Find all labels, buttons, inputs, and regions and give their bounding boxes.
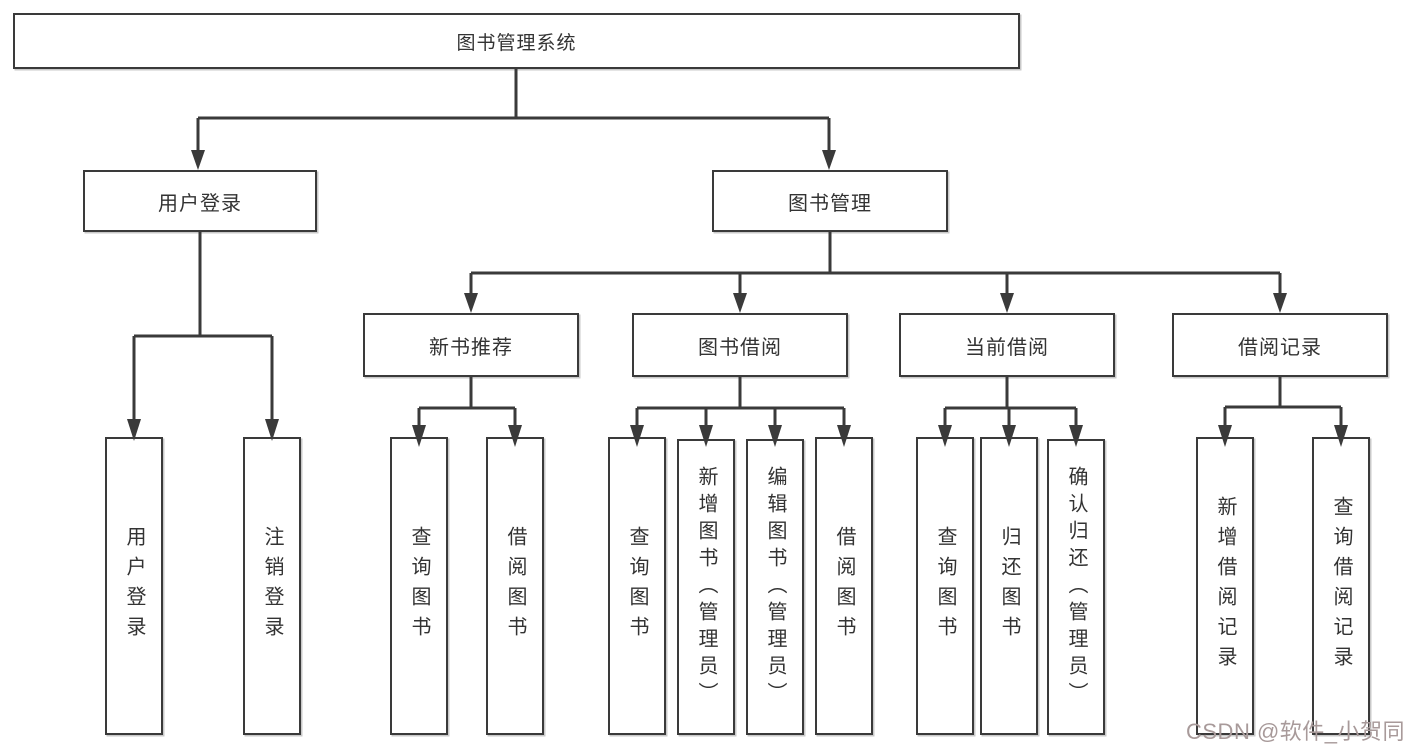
- arrowhead-icon: [191, 150, 205, 170]
- leaf-edit-book-admin: 编辑图书（管理员）: [746, 439, 804, 735]
- leaf-add-borrow-record: 新增借阅记录: [1196, 437, 1254, 735]
- leaf-user-login: 用户登录: [105, 437, 163, 735]
- node-user-login: 用户登录: [83, 170, 317, 232]
- leaf-label: 编辑图书（管理员）: [764, 465, 786, 709]
- leaf-add-book-admin: 新增图书（管理员）: [677, 439, 735, 735]
- leaf-label: 查询借阅记录: [1330, 496, 1352, 676]
- leaf-label: 新增借阅记录: [1214, 496, 1236, 676]
- watermark: CSDN @软件_小贺同学: [1186, 719, 1405, 744]
- node-book-borrowing: 图书借阅: [632, 313, 848, 377]
- leaf-query-borrow-record: 查询借阅记录: [1312, 437, 1370, 735]
- node-label: 借阅记录: [1238, 336, 1322, 359]
- leaf-query-book: 查询图书: [916, 437, 974, 735]
- leaf-query-book: 查询图书: [390, 437, 448, 735]
- arrowhead-icon: [464, 293, 478, 313]
- leaf-borrow-book: 借阅图书: [815, 437, 873, 735]
- node-label: 新书推荐: [429, 336, 513, 359]
- leaf-label: 用户登录: [123, 526, 145, 646]
- arrowhead-icon: [733, 293, 747, 313]
- leaf-label: 注销登录: [261, 526, 283, 646]
- node-new-book-recommendation: 新书推荐: [363, 313, 579, 377]
- leaf-label: 借阅图书: [833, 526, 855, 646]
- node-label: 图书管理系统: [456, 32, 577, 54]
- leaf-return-book: 归还图书: [980, 437, 1038, 735]
- arrowhead-icon: [1000, 293, 1014, 313]
- leaf-label: 查询图书: [408, 526, 430, 646]
- node-label: 用户登录: [158, 192, 242, 215]
- node-label: 图书管理: [788, 192, 872, 215]
- arrowhead-icon: [822, 150, 836, 170]
- node-borrowing-records: 借阅记录: [1172, 313, 1388, 377]
- leaf-borrow-book: 借阅图书: [486, 437, 544, 735]
- leaf-query-book: 查询图书: [608, 437, 666, 735]
- leaf-logout: 注销登录: [243, 437, 301, 735]
- arrowhead-icon: [1273, 293, 1287, 313]
- leaf-label: 借阅图书: [504, 526, 526, 646]
- node-label: 图书借阅: [698, 336, 782, 359]
- leaf-label: 查询图书: [626, 526, 648, 646]
- node-book-management: 图书管理: [712, 170, 948, 232]
- leaf-confirm-return-admin: 确认归还（管理员）: [1047, 439, 1105, 735]
- leaf-label: 新增图书（管理员）: [695, 465, 717, 709]
- node-label: 当前借阅: [965, 336, 1049, 359]
- leaf-label: 确认归还（管理员）: [1065, 465, 1087, 709]
- leaf-label: 归还图书: [998, 526, 1020, 646]
- leaf-label: 查询图书: [934, 526, 956, 646]
- node-current-borrowing: 当前借阅: [899, 313, 1115, 377]
- node-root-system: 图书管理系统: [13, 13, 1020, 69]
